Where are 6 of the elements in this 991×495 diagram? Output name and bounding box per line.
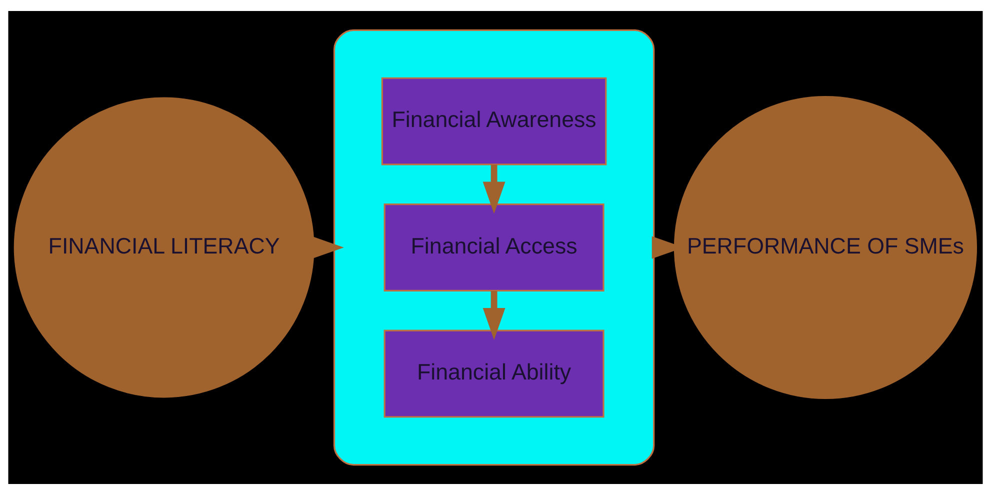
arrow xyxy=(482,164,506,214)
node-box: Financial Ability xyxy=(384,330,604,418)
node-circle: PERFORMANCE OF SMEs xyxy=(674,96,977,400)
node-box: Financial Access xyxy=(384,204,604,292)
node-box: Financial Awareness xyxy=(381,77,607,166)
arrow xyxy=(482,290,506,340)
